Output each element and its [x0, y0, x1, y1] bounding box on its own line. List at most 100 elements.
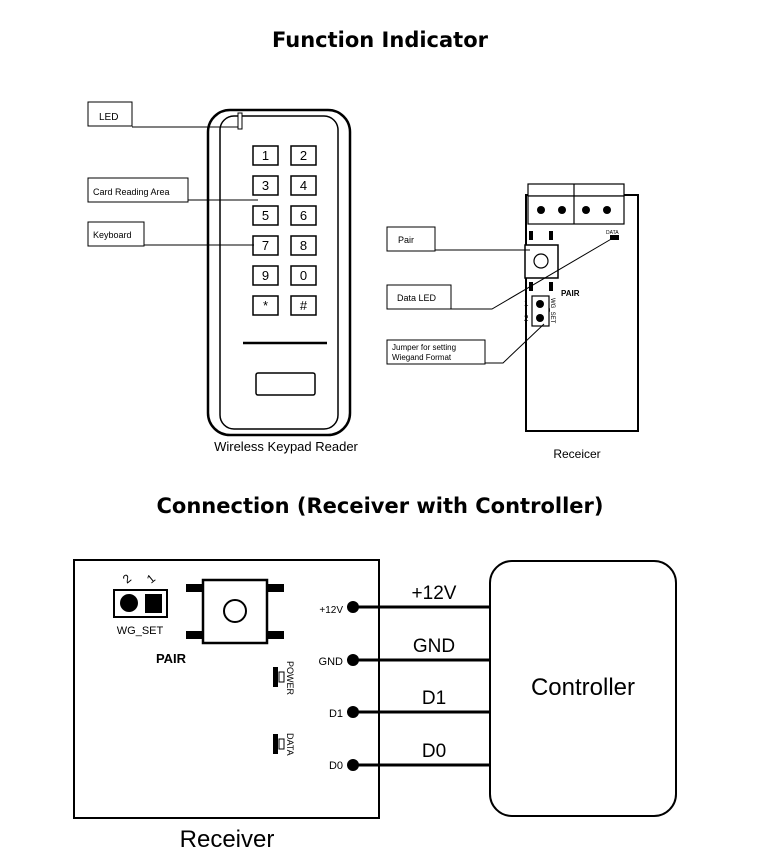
receiver-top-wgset-label: WG_SET [549, 298, 555, 324]
keypad-key [290, 145, 317, 166]
keypad-key [252, 265, 279, 286]
keypad-card-slot [255, 372, 316, 396]
keypad-key [290, 265, 317, 286]
keypad-key-label: 2 [300, 148, 307, 163]
jumper-label-box [386, 339, 486, 365]
keypad-key-label: * [263, 298, 268, 313]
keypad-key-label: 5 [262, 208, 269, 223]
terminal-label-gnd: GND [319, 656, 344, 668]
keypad-key [252, 145, 279, 166]
keypad-key [252, 205, 279, 226]
keypad-key-label: 1 [262, 148, 269, 163]
receiver-top-pair-label: PAIR [561, 289, 580, 298]
keypad-key [290, 175, 317, 196]
data-led-pointer-line [451, 237, 614, 310]
conn-pair-button-circle [223, 599, 247, 623]
controller-label: Controller [531, 674, 635, 701]
terminal-dot-12v [347, 601, 359, 613]
jumper-pin [536, 300, 544, 308]
data-led-body [278, 738, 285, 750]
terminal-screw [537, 206, 545, 214]
keypad-key [252, 175, 279, 196]
keypad-key-label: 9 [262, 268, 269, 283]
keypad-key-label: 6 [300, 208, 307, 223]
keyboard-label-box [87, 221, 145, 247]
pair-label: Pair [398, 235, 414, 245]
terminal-dot-gnd [347, 654, 359, 666]
keypad-key-label: # [300, 298, 308, 313]
keypad-key-label: 8 [300, 238, 307, 253]
receiver-top: PAIR DATA 1 2 WG_SET Receicer [524, 183, 639, 461]
card-area-label-box [87, 177, 189, 203]
connection-wiring: +12V GND D1 D0 +12V GND D1 D0 [319, 583, 490, 772]
keypad-key [290, 295, 317, 316]
jumper-pin [536, 314, 544, 322]
keypad-caption: Wireless Keypad Reader [214, 439, 358, 454]
keypad-callouts: LED Card Reading Area Keyboard Wireless … [87, 101, 359, 454]
conn-pair-pad [186, 584, 203, 592]
pair-button-pad [529, 231, 533, 240]
conn-data-label: DATA [285, 733, 295, 756]
keypad-key-label: 0 [300, 268, 307, 283]
keypad-key [252, 295, 279, 316]
wire-label-d0: D0 [422, 741, 446, 762]
terminal-screw [558, 206, 566, 214]
data-led [273, 734, 278, 754]
conn-receiver-caption: Receiver [180, 826, 275, 853]
pair-label-box [386, 226, 436, 252]
keypad-keys: 1 2 3 4 5 6 7 8 9 0 * # [252, 145, 317, 316]
controller-box [489, 560, 677, 817]
led-label-box [87, 101, 133, 127]
wire-label-gnd: GND [413, 636, 455, 657]
card-area-label: Card Reading Area [93, 187, 170, 197]
terminal-dot-d1 [347, 706, 359, 718]
wire-label-12v: +12V [412, 583, 457, 604]
conn-pair-pad [267, 631, 284, 639]
function-indicator-title: Function Indicator [271, 28, 488, 52]
data-led-label: Data LED [397, 293, 437, 303]
receiver-callouts: Pair Data LED Jumper for setting Wiegand… [386, 226, 614, 365]
pair-button-pad [549, 282, 553, 291]
receiver-top-caption: Receicer [553, 447, 600, 461]
terminal-block-top [527, 183, 625, 197]
conn-wgset-label: WG_SET [117, 625, 164, 637]
jumper-pointer-line [485, 323, 545, 364]
conn-pair-pad [186, 631, 203, 639]
keypad-reader: 1 2 3 4 5 6 7 8 9 0 * # [206, 108, 352, 437]
receiver-top-data-label: DATA [606, 230, 619, 236]
conn-jumper-pin [145, 594, 162, 613]
conn-jumper-pin [120, 594, 138, 612]
controller: Controller [489, 560, 677, 817]
jumper-pin-1-label: 1 [524, 299, 529, 308]
terminal-dot-d0 [347, 759, 359, 771]
power-led-body [278, 671, 285, 683]
keyboard-label: Keyboard [93, 230, 132, 240]
data-led-chip [610, 235, 619, 240]
keypad-key-label: 3 [262, 178, 269, 193]
keypad-inner-body [219, 115, 339, 430]
conn-power-label: POWER [285, 661, 295, 696]
led-label: LED [99, 112, 118, 123]
data-led-label-box [386, 284, 452, 310]
keypad-key-label: 7 [262, 238, 269, 253]
keypad-key [290, 205, 317, 226]
keypad-led-indicator [237, 112, 243, 130]
terminal-label-d0: D0 [329, 760, 343, 772]
keypad-key [290, 235, 317, 256]
jumper-label-line1: Jumper for setting [392, 343, 456, 352]
pair-button-circle [533, 253, 549, 269]
terminal-screw [582, 206, 590, 214]
conn-pair-pad [267, 584, 284, 592]
pair-button-pad [549, 231, 553, 240]
terminal-label-12v: +12V [319, 605, 343, 616]
jumper-label-line2: Wiegand Format [392, 353, 452, 362]
wire-label-d1: D1 [422, 688, 446, 709]
conn-pair-label: PAIR [156, 651, 187, 666]
terminal-screw [603, 206, 611, 214]
keypad-key-label: 4 [300, 178, 307, 193]
power-led [273, 667, 278, 687]
connection-receiver: 2 1 WG_SET PAIR POWER DATA Receiver [73, 559, 380, 853]
terminal-label-d1: D1 [329, 708, 343, 720]
jumper-pin-2-label: 2 [524, 314, 529, 323]
